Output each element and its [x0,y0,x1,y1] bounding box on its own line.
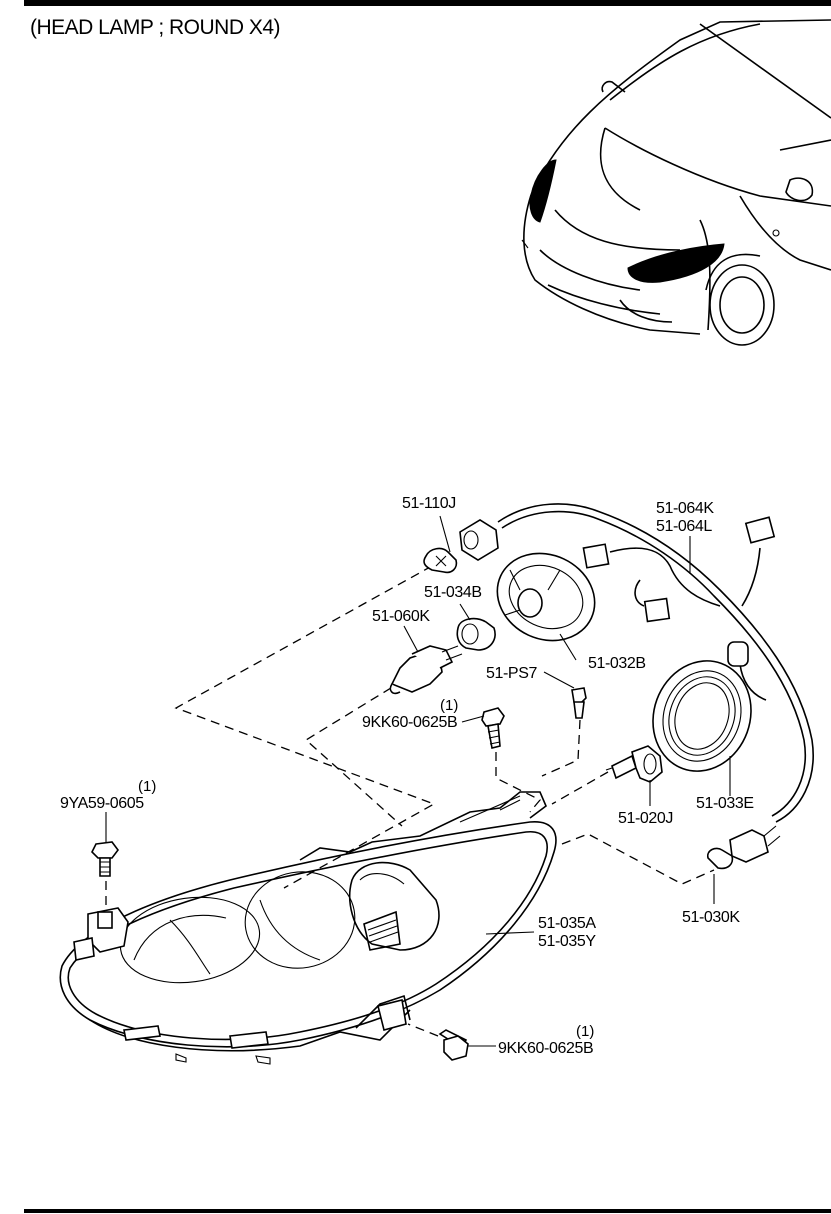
label-51-034B: 51-034B [424,584,482,601]
leader-lines [105,515,731,1047]
part-labels: 51-110J 51-064K 51-064L 51-034B 51-060K … [60,495,754,1057]
label-51-060K: 51-060K [372,608,430,625]
label-51-032B: 51-032B [588,655,646,672]
bulb-icon [423,547,458,574]
page-title: (HEAD LAMP ; ROUND X4) [30,16,281,39]
label-51-035A: 51-035A [538,915,596,932]
qty-9KK60-upper: (1) [440,697,458,714]
bulb-icon [389,645,463,695]
bulb-icon [706,825,781,870]
label-9YA59-0605: 9YA59-0605 [60,795,144,812]
label-51-PS7: 51-PS7 [486,665,537,682]
head-lamp-assembly-icon [59,791,557,1065]
assembly-guide-lines [105,565,715,1037]
top-rule [24,0,831,6]
car-front-icon [521,19,831,346]
bolt-icon [91,841,119,877]
bolt-icon [438,1029,469,1061]
label-51-030K: 51-030K [682,909,740,926]
cover-icon [652,660,752,772]
label-51-110J: 51-110J [402,495,456,512]
socket-icon [456,617,496,651]
label-51-035Y: 51-035Y [538,933,596,950]
wiring-harness-icon [497,503,814,823]
label-51-033E: 51-033E [696,795,754,812]
qty-9YA59: (1) [138,778,156,795]
cover-icon [496,552,596,642]
bulb-icon [605,745,663,783]
bolt-icon [481,707,505,749]
label-51-064L: 51-064L [656,518,712,535]
label-9KK60-0625B-lower: 9KK60-0625B [498,1040,593,1057]
label-51-020J: 51-020J [618,810,673,827]
label-9KK60-0625B-upper: 9KK60-0625B [362,714,457,731]
socket-icon [459,519,499,561]
qty-9KK60-lower: (1) [576,1023,594,1040]
label-51-064K: 51-064K [656,500,714,517]
bolt-icon [571,687,587,719]
bottom-rule [24,1209,831,1213]
